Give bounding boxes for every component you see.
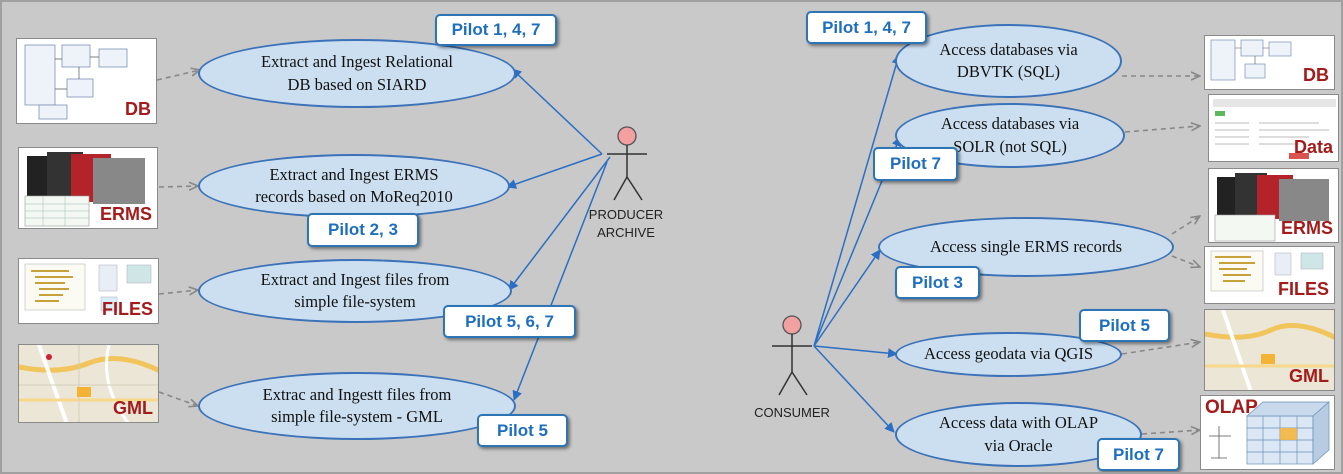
file-browser-icon — [1210, 250, 1324, 292]
db-source-label: DB — [125, 99, 151, 119]
pilot-badge-access-erms: Pilot 3 — [895, 266, 980, 299]
files-source-label: FILES — [101, 299, 153, 319]
producer-actor-icon — [607, 126, 647, 201]
pilot-badge-access-solr: Pilot 7 — [873, 147, 958, 181]
target-dashed-arrows — [1121, 76, 1200, 434]
erms-source-label: ERMS — [99, 204, 152, 224]
erms-source-thumbnail: ERMS — [18, 147, 158, 229]
pilot-badge-extract-erms: Pilot 2, 3 — [307, 213, 419, 247]
gml-source-thumbnail: GML — [18, 344, 159, 423]
pilot-badge-access-geodata: Pilot 5 — [1079, 309, 1170, 342]
producer-actor-label: PRODUCER ARCHIVE — [588, 207, 664, 240]
files-target-label: FILES — [1277, 279, 1329, 299]
olap-target-thumbnail: OLAP — [1200, 395, 1335, 470]
folder-stack-icon — [1214, 173, 1329, 242]
database-schema-icon — [24, 44, 128, 120]
source-dashed-arrows — [156, 70, 200, 406]
use-case-access-erms[interactable]: Access single ERMS records — [878, 217, 1174, 277]
pilot-badge-extract-db: Pilot 1, 4, 7 — [435, 14, 557, 46]
consumer-arrows — [813, 54, 902, 433]
erms-target-thumbnail: ERMS — [1208, 168, 1339, 243]
pilot-badge-extract-files: Pilot 5, 6, 7 — [443, 305, 576, 338]
gml-source-label: GML — [113, 398, 153, 418]
database-schema-icon — [1210, 39, 1292, 81]
consumer-actor-icon — [772, 315, 812, 396]
record-form-icon — [1213, 99, 1336, 159]
db-source-thumbnail: DB — [16, 38, 157, 124]
files-source-thumbnail: FILES — [18, 258, 159, 324]
pilot-badge-access-dbvtk: Pilot 1, 4, 7 — [806, 11, 927, 44]
erms-target-label: ERMS — [1280, 218, 1333, 238]
pilot-badge-access-olap: Pilot 7 — [1097, 438, 1180, 471]
olap-cube-icon — [1209, 401, 1330, 465]
producer-arrows — [506, 68, 611, 401]
gml-target-thumbnail: GML — [1204, 309, 1335, 391]
map-icon — [1205, 310, 1334, 390]
file-browser-icon — [24, 263, 152, 312]
map-icon — [19, 345, 158, 422]
gml-target-label: GML — [1289, 366, 1329, 386]
data-target-label: Data — [1293, 137, 1333, 157]
olap-target-label: OLAP — [1205, 397, 1258, 418]
pilot-badge-extract-gml: Pilot 5 — [477, 414, 568, 447]
consumer-actor-label: CONSUMER — [754, 405, 830, 420]
files-target-thumbnail: FILES — [1204, 246, 1335, 304]
folder-stack-icon — [24, 152, 145, 227]
db-target-label: DB — [1303, 65, 1329, 85]
db-target-thumbnail: DB — [1204, 35, 1335, 90]
data-target-thumbnail: Data — [1208, 94, 1339, 162]
